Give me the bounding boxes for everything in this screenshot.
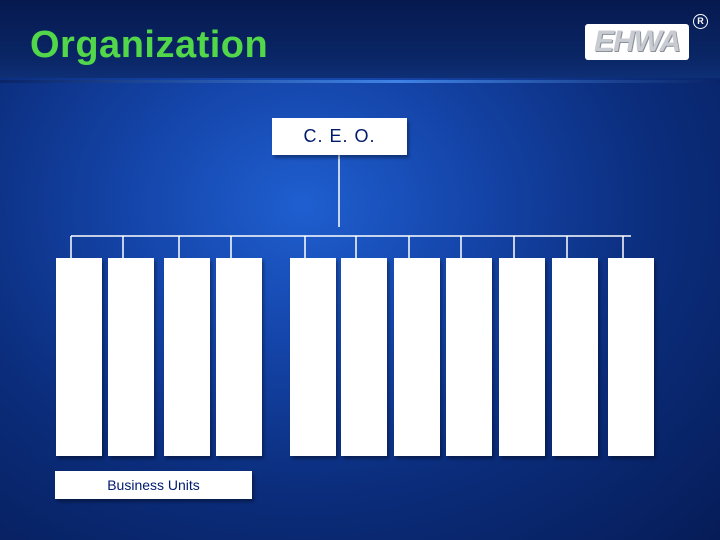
department-box-finance: Finance: [608, 258, 654, 456]
department-box-information-systems: Information Systems: [394, 258, 440, 456]
department-box-construction-export: Construction / Stone (export): [108, 258, 154, 456]
department-box-semiconductor: Semiconductor Dept.: [216, 258, 262, 456]
ceo-box: C. E. O.: [272, 118, 407, 155]
department-box-rnd: R & D: [290, 258, 336, 456]
department-box-construction-domestic: Construction / Stone (domestic): [56, 258, 102, 456]
department-box-administration: Administration: [552, 258, 598, 456]
title-divider: [0, 80, 720, 83]
page-title: Organization: [30, 24, 269, 66]
department-box-industrial: Industrial Dept.: [164, 258, 210, 456]
department-drop-lines: [70, 236, 624, 258]
registered-mark-icon: R: [693, 14, 708, 29]
department-box-quality: Quality: [341, 258, 387, 456]
department-box-planning: Planning: [446, 258, 492, 456]
company-logo: EHWA: [585, 24, 689, 60]
business-units-label: Business Units: [55, 471, 252, 499]
department-box-human-resources: Human Resources: [499, 258, 545, 456]
logo-wordmark: EHWA: [594, 25, 681, 58]
